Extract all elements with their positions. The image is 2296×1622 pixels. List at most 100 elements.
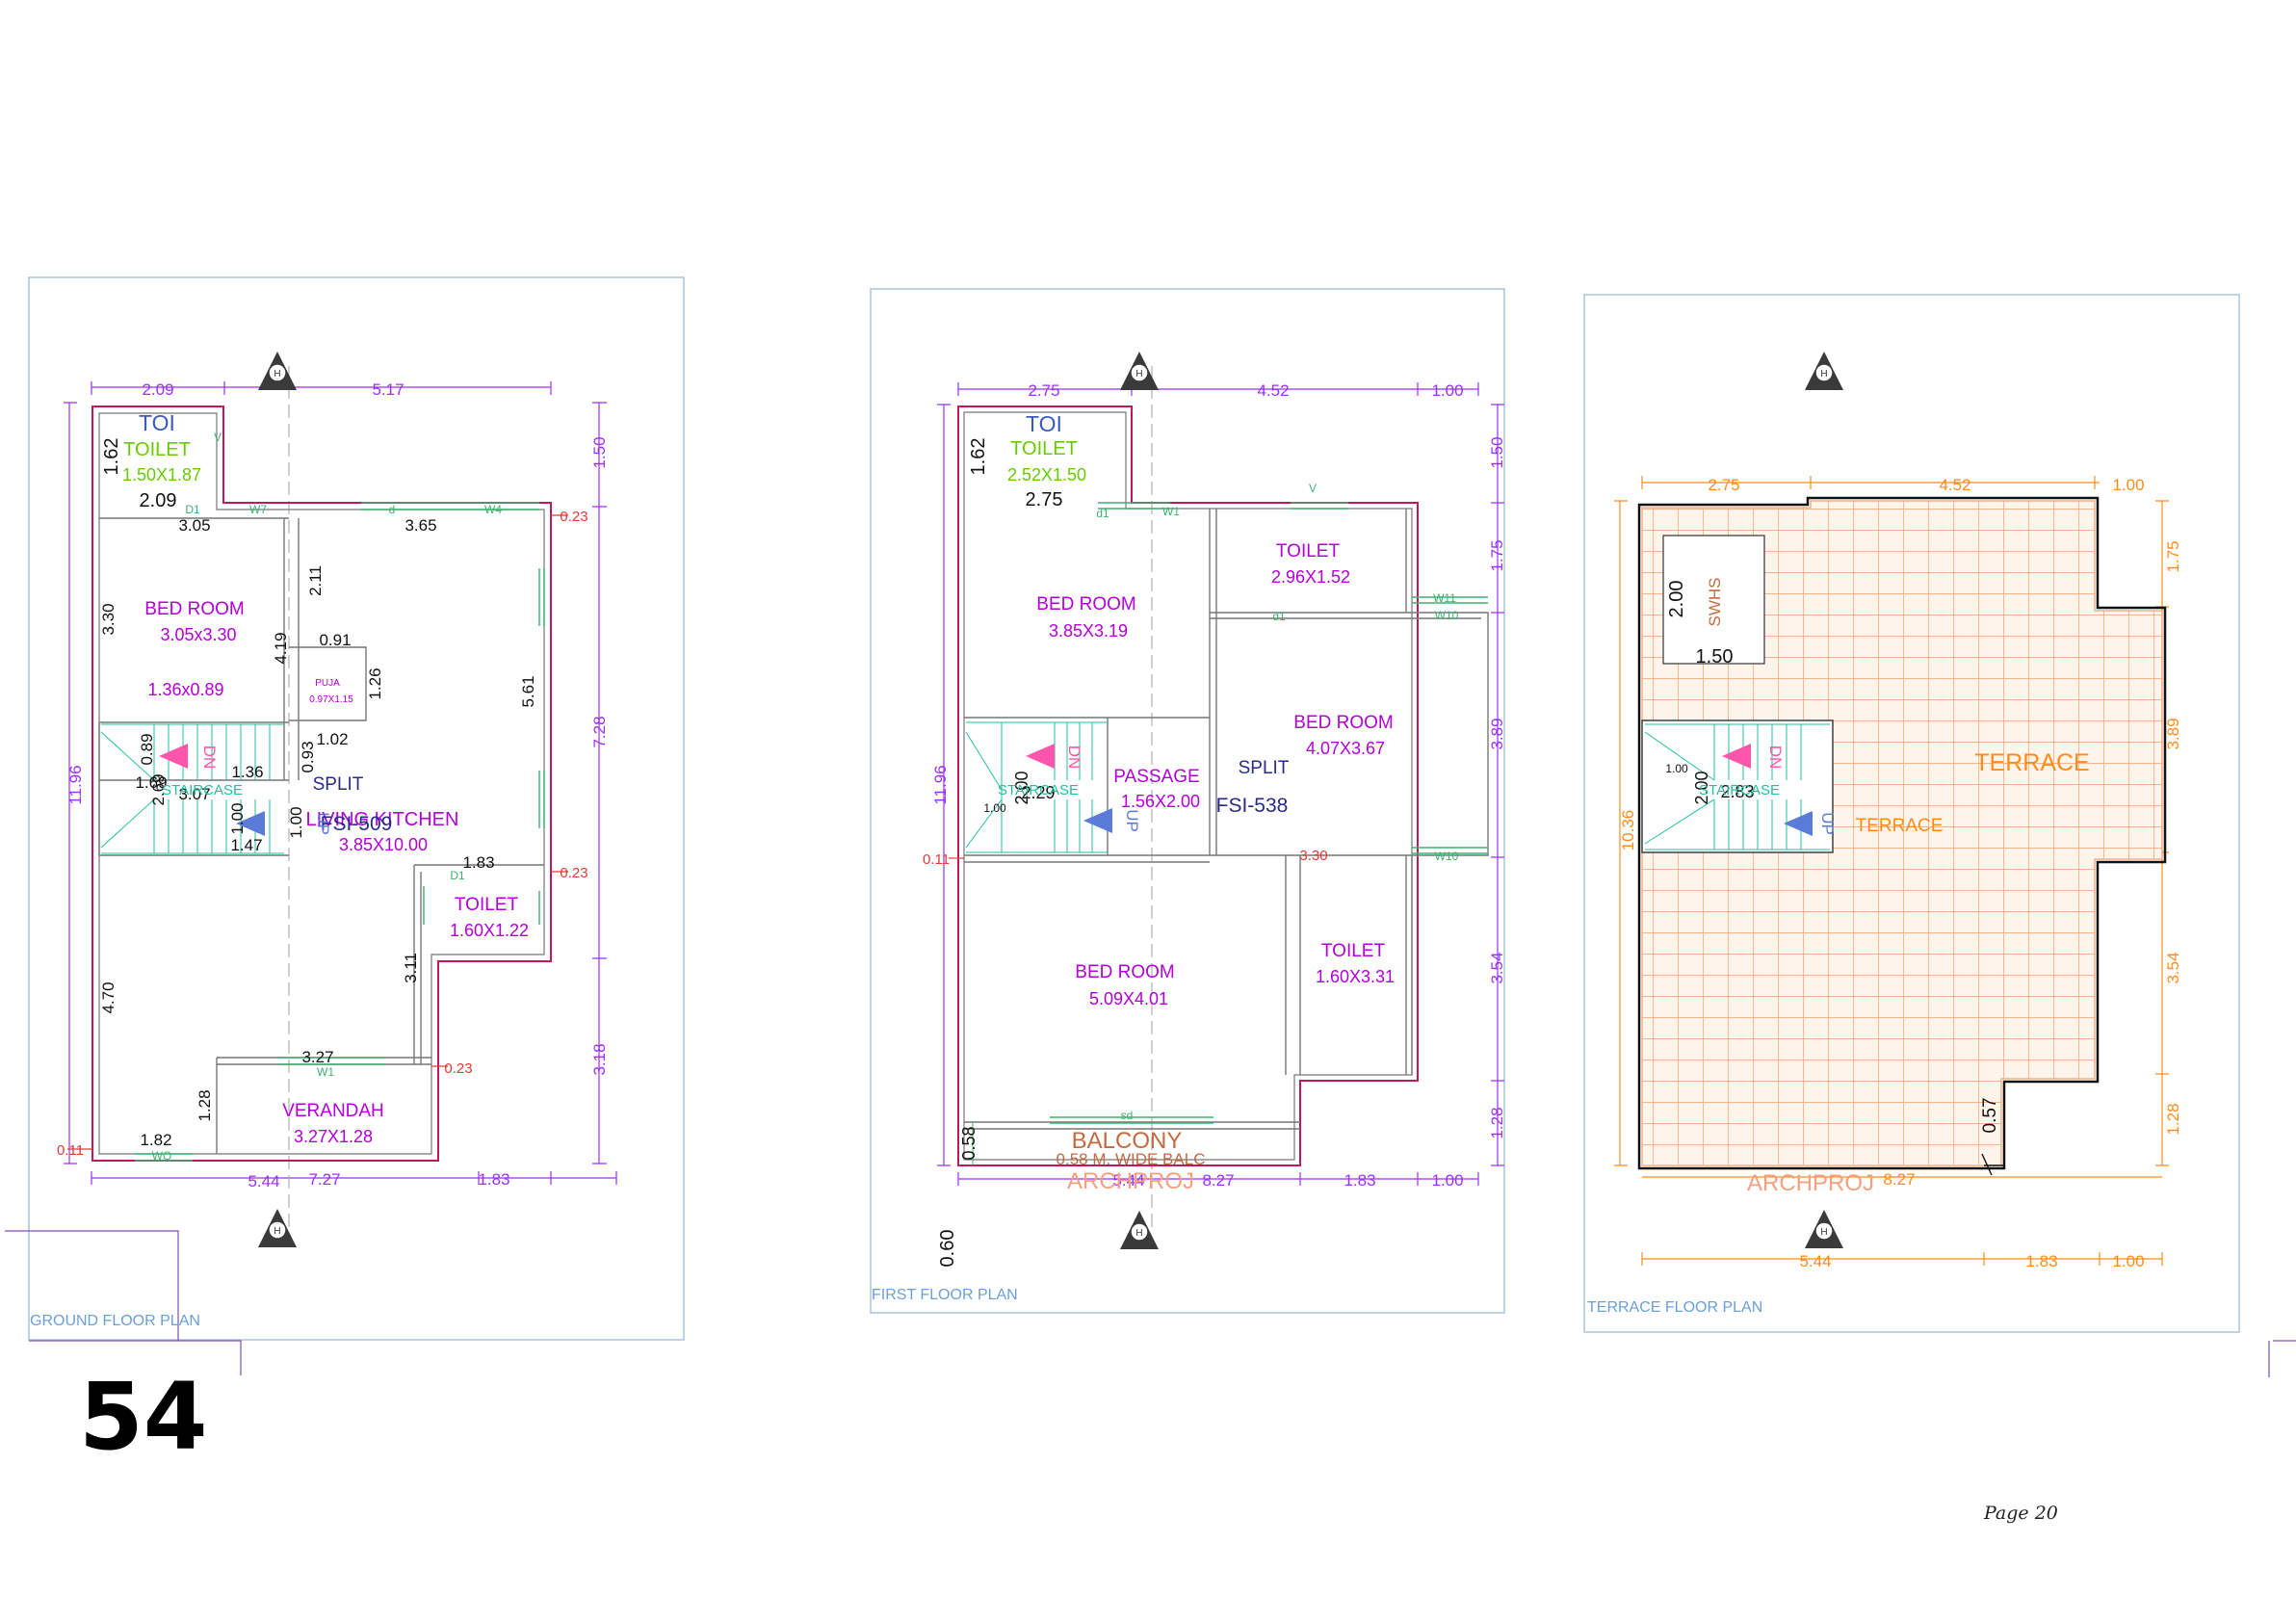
ground-plan-frame bbox=[28, 276, 685, 1341]
terrace-dim-top-a: 2.75 bbox=[1708, 476, 1739, 494]
page-footer: Page 20 bbox=[1984, 1503, 2058, 1524]
first-tag-w10-a: W10 bbox=[1435, 609, 1459, 622]
first-dn-arrow-icon bbox=[1026, 744, 1055, 769]
first-marker-top-label: H bbox=[1135, 369, 1142, 379]
ground-verandah-size: 3.27X1.28 bbox=[294, 1127, 373, 1146]
terrace-marker-top-label: H bbox=[1820, 369, 1827, 379]
first-balcony-label: BALCONY bbox=[1072, 1128, 1183, 1154]
terrace-dim-swhs-w: 1.50 bbox=[1696, 646, 1734, 667]
ground-dim-r20: 3.11 bbox=[402, 953, 420, 983]
ground-dim-toi-w: 2.09 bbox=[140, 490, 177, 511]
ground-tag-d: d bbox=[389, 503, 396, 516]
first-bed3-label: BED ROOM bbox=[1075, 962, 1174, 982]
first-balcony-note: 0.58 M. WIDE BALC bbox=[1057, 1150, 1206, 1168]
ground-marker-bottom-label: H bbox=[274, 1226, 280, 1237]
ground-corner-mark bbox=[5, 1230, 242, 1375]
terrace-floor-plan bbox=[1614, 476, 2169, 1266]
first-toilet-c-size: 1.60X3.31 bbox=[1316, 967, 1395, 986]
ground-dim-r14: 3.07 bbox=[178, 785, 210, 803]
first-tag-sd: sd bbox=[1121, 1109, 1134, 1122]
ground-tag-d1-a: D1 bbox=[185, 503, 200, 516]
right-corner-mark bbox=[2268, 1340, 2296, 1377]
first-tag-d1-a: d1 bbox=[1096, 507, 1109, 520]
first-toilet-a-label: TOILET bbox=[1010, 438, 1078, 459]
first-bed1-label: BED ROOM bbox=[1036, 594, 1135, 615]
ground-dim-r19: 1.83 bbox=[462, 853, 494, 872]
ground-dim-bottom-b: 7.27 bbox=[308, 1170, 340, 1189]
ground-toilet-b-size: 1.60X1.22 bbox=[450, 921, 529, 940]
first-dim-bottom-b: 8.27 bbox=[1202, 1171, 1234, 1190]
terrace-dim-right-b: 3.89 bbox=[2164, 718, 2182, 749]
terrace-dim-s1: 1.00 bbox=[1665, 762, 1688, 775]
terrace-caption: TERRACE FLOOR PLAN bbox=[1587, 1299, 1762, 1316]
terrace-dim-bottom-a: 8.27 bbox=[1883, 1170, 1915, 1189]
ground-level-c: 0.23 bbox=[444, 1060, 472, 1077]
ground-puja-size: 0.97X1.15 bbox=[309, 694, 353, 705]
terrace-plan-frame bbox=[1583, 294, 2240, 1333]
first-floor-plan bbox=[937, 366, 1504, 1233]
page-number: 54 bbox=[79, 1363, 208, 1471]
first-dim-d1: 3.30 bbox=[1299, 848, 1327, 864]
terrace-dim-bottom-d: 1.00 bbox=[2112, 1252, 2144, 1270]
first-plan-frame bbox=[870, 288, 1505, 1314]
first-dim-bal: 0.58 bbox=[959, 1126, 978, 1160]
first-dim-top-a: 2.75 bbox=[1028, 381, 1059, 400]
ground-tag-v: V bbox=[214, 431, 222, 444]
ground-bed-size: 3.05x3.30 bbox=[160, 625, 236, 644]
swhs-box bbox=[1662, 535, 1765, 665]
first-bed3-size: 5.09X4.01 bbox=[1089, 989, 1168, 1008]
ground-tag-w7: W7 bbox=[249, 503, 267, 516]
ground-dim-r2: 3.65 bbox=[404, 516, 436, 535]
ground-dim-r18: 5.61 bbox=[519, 675, 537, 707]
first-dim-right-b: 1.75 bbox=[1488, 539, 1506, 571]
terrace-dn-arrow-icon bbox=[1722, 744, 1751, 769]
terrace-dim-right-c: 3.54 bbox=[2164, 952, 2182, 983]
ground-dim-r5: 4.19 bbox=[272, 632, 290, 664]
ground-tag-w1: W1 bbox=[317, 1065, 334, 1079]
ground-level-d: 0.11 bbox=[57, 1142, 84, 1159]
ground-living-label: LIVING KITCHEN bbox=[306, 809, 459, 830]
first-tag-d1-b: d1 bbox=[1272, 610, 1286, 623]
ground-split-label: SPLIT bbox=[313, 774, 364, 795]
ground-dim-r12: 1.69 bbox=[135, 773, 167, 792]
ground-dim-left-total: 11.96 bbox=[66, 765, 85, 804]
first-toilet-a-size: 2.52X1.50 bbox=[1007, 465, 1086, 484]
terrace-dim-s2: 2.00 bbox=[1692, 771, 1711, 804]
first-passage-size: 1.56X2.00 bbox=[1121, 792, 1200, 811]
ground-dim-top-b: 5.17 bbox=[372, 380, 404, 399]
swhs-label: SWHS bbox=[1706, 578, 1724, 627]
ground-toi-label: TOI bbox=[139, 410, 175, 435]
terrace-dim-cut: 0.57 bbox=[1980, 1098, 2000, 1134]
first-tag-v: V bbox=[1309, 482, 1317, 495]
ground-dim-right-c: 3.18 bbox=[590, 1043, 609, 1075]
ground-dim-right-a: 1.50 bbox=[590, 436, 609, 468]
ground-dim-r17: 1.00 bbox=[287, 806, 305, 838]
terrace-up-label: UP bbox=[1818, 812, 1837, 835]
first-bed1-size: 3.85X3.19 bbox=[1049, 621, 1128, 641]
first-dim-right-c: 3.89 bbox=[1488, 718, 1506, 749]
ground-dim-r1: 3.05 bbox=[178, 516, 210, 535]
first-dim-toi-w: 2.75 bbox=[1026, 489, 1063, 510]
first-dim-s3: 2.00 bbox=[1012, 771, 1031, 804]
first-toi-label: TOI bbox=[1026, 411, 1062, 436]
first-tag-w1: W1 bbox=[1162, 505, 1180, 518]
first-dim-bottom-c: 1.83 bbox=[1344, 1171, 1375, 1190]
ground-dim-bottom-c: 1.83 bbox=[478, 1170, 509, 1189]
ground-marker-top-label: H bbox=[274, 369, 280, 379]
terrace-dn-label: DN bbox=[1766, 746, 1785, 770]
ground-dim-toi-h: 1.62 bbox=[101, 438, 122, 476]
first-staircase-label: STAIRCASE bbox=[998, 782, 1079, 798]
terrace-dim-bottom-b: 5.44 bbox=[1799, 1252, 1831, 1270]
first-dim-toi-h: 1.62 bbox=[968, 438, 989, 476]
terrace-brand: ARCHPROJ bbox=[1747, 1170, 1874, 1196]
ground-dim-r9: 0.93 bbox=[299, 741, 317, 772]
ground-dim-r22: 3.27 bbox=[301, 1048, 333, 1066]
ground-tag-wo: WO bbox=[152, 1149, 172, 1163]
first-toilet-c-label: TOILET bbox=[1321, 941, 1386, 961]
first-dim-right-d: 3.54 bbox=[1488, 952, 1506, 983]
first-dim-s2: 2.29 bbox=[1021, 783, 1055, 802]
ground-dim-r23: 1.28 bbox=[196, 1089, 214, 1121]
ground-up-label: UP bbox=[314, 812, 332, 835]
first-dim-s1: 1.00 bbox=[983, 801, 1006, 815]
ground-dim-r16: 1.47 bbox=[230, 836, 262, 854]
